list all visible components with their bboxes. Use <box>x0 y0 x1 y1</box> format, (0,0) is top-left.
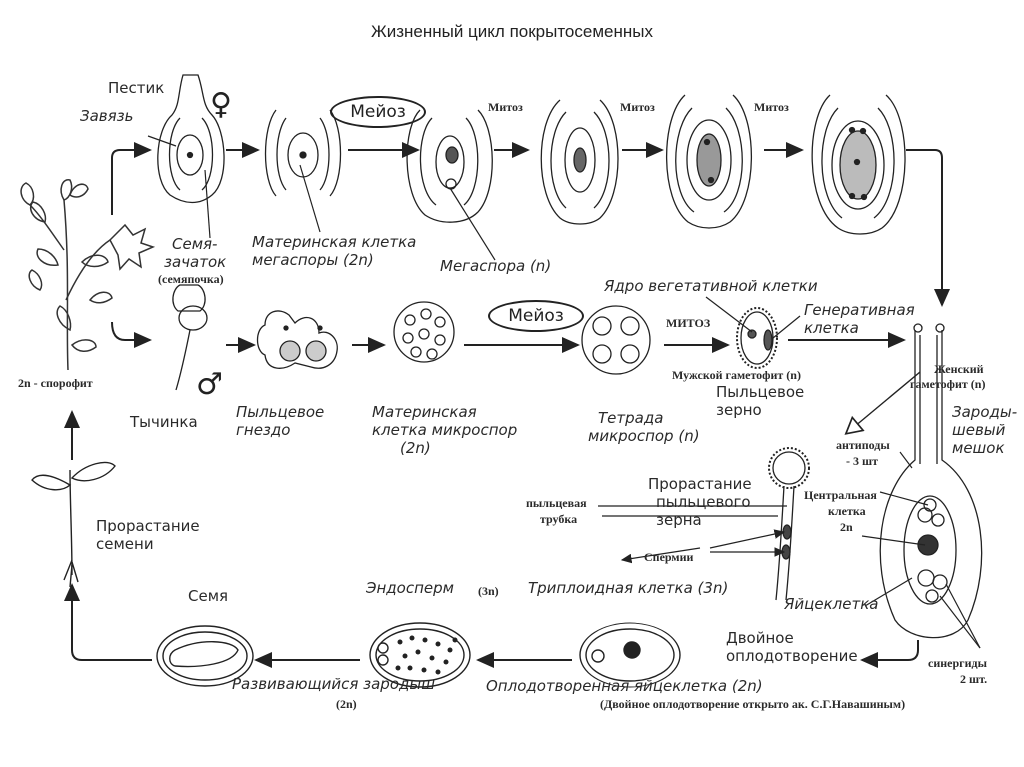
label-generative-1: Генеративная <box>804 301 915 319</box>
label-egg-cell: Яйцеклетка <box>784 595 879 613</box>
label-embryo-sac-2: шевый <box>952 421 1006 439</box>
label-synergids-1: синергиды <box>928 656 987 670</box>
label-mitosis-caps: МИТОЗ <box>666 316 711 330</box>
label-antipodes-1: антиподы <box>836 438 890 452</box>
label-pollen-germination-3: зерна <box>656 511 702 529</box>
pollen-tube <box>768 447 810 601</box>
label-pollen-sac-1: Пыльцевое <box>236 403 325 421</box>
label-mitosis-2: Митоз <box>620 100 655 114</box>
label-double-fertilization-1: Двойное <box>726 629 794 647</box>
female-symbol: ♀ <box>210 87 232 122</box>
label-sperm: Спермии <box>644 550 694 564</box>
label-ovule-1: Семя- <box>172 235 218 253</box>
label-antipodes-2: - 3 шт <box>846 454 879 468</box>
seed-stages <box>156 622 681 688</box>
label-fertilized-egg: Оплодотворенная яйцеклетка (2n) <box>486 677 763 695</box>
label-female-gametophyte-1: Женский <box>934 362 984 376</box>
label-pollen-tube-1: пыльцевая <box>526 496 587 510</box>
label-stamen: Тычинка <box>130 413 198 431</box>
diagram-title: Жизненный цикл покрытосеменных <box>371 22 653 41</box>
label-mitosis-1: Митоз <box>488 100 523 114</box>
label-credit: (Двойное оплодотворение открыто ак. С.Г.… <box>600 697 906 711</box>
label-developing-embryo: Развивающийся зародыш <box>232 675 435 693</box>
label-male-gametophyte: Мужской гаметофит (n) <box>672 368 801 382</box>
label-seed-germination-1: Прорастание <box>96 517 200 535</box>
embryo-sac-pistil <box>879 323 983 639</box>
pollination-arrow <box>848 371 921 432</box>
sporophyte-plant <box>20 179 156 371</box>
meiosis-middle-oval: Мейоз <box>488 300 584 332</box>
meiosis-top-oval: Мейоз <box>330 96 426 128</box>
label-pollen-germination-2: пыльцевого <box>656 493 751 511</box>
label-pollen-germination-1: Прорастание <box>648 475 752 493</box>
label-female-gametophyte-2: гаметофит (n) <box>910 377 986 391</box>
label-megaspore-mother-1: Материнская клетка <box>252 233 417 251</box>
male-symbol: ♂ <box>196 367 223 402</box>
label-endosperm: Эндосперм <box>366 579 454 597</box>
label-tetrad-2: микроспор (n) <box>588 427 700 445</box>
cycle-arrows <box>64 142 950 668</box>
label-ovule-alt: (семяпочка) <box>158 272 224 286</box>
endosperm-dots <box>395 635 458 675</box>
label-pollen-tube-2: трубка <box>540 512 578 526</box>
label-central-cell-3: 2n <box>840 520 853 534</box>
label-megaspore-mother-2: мегаспоры (2n) <box>252 251 374 269</box>
label-seed-germination-2: семени <box>96 535 154 553</box>
label-ovary: Завязь <box>80 107 134 125</box>
label-embryo-sac-1: Зароды- <box>952 403 1018 421</box>
seedling <box>31 461 116 588</box>
label-mitosis-3: Митоз <box>754 100 789 114</box>
label-embryo-sac-3: мешок <box>952 439 1005 457</box>
label-pistil: Пестик <box>108 79 165 97</box>
label-central-cell-2: клетка <box>828 504 866 518</box>
label-microspore-mother-3: (2n) <box>400 439 431 457</box>
label-seed: Семя <box>188 587 229 605</box>
label-tetrad-1: Тетрада <box>598 409 664 427</box>
microspore-stages <box>172 284 778 391</box>
label-central-cell-1: Центральная <box>804 488 877 502</box>
label-endosperm-ploidy: (3n) <box>478 584 499 598</box>
label-pollen-sac-2: гнездо <box>236 421 291 439</box>
label-microspore-mother-2: клетка микроспор <box>372 421 518 439</box>
label-generative-2: клетка <box>804 319 859 337</box>
label-ovule-2: зачаток <box>164 253 227 271</box>
ovule-stages <box>157 74 906 235</box>
label-triploid: Триплоидная клетка (3n) <box>528 579 729 597</box>
label-synergids-2: 2 шт. <box>960 672 988 686</box>
label-double-fertilization-2: оплодотворение <box>726 647 858 665</box>
label-pollen-grain-1: Пыльцевое <box>716 383 805 401</box>
label-megaspore: Мегаспора (n) <box>440 257 552 275</box>
label-pollen-grain-2: зерно <box>716 401 762 419</box>
label-embryo-ploidy: (2n) <box>336 697 357 711</box>
label-vegetative-nucleus: Ядро вегетативной клетки <box>604 277 818 295</box>
pointer-lines <box>147 135 981 649</box>
label-sporophyte: 2n - спорофит <box>18 376 93 390</box>
label-microspore-mother-1: Материнская <box>372 403 477 421</box>
